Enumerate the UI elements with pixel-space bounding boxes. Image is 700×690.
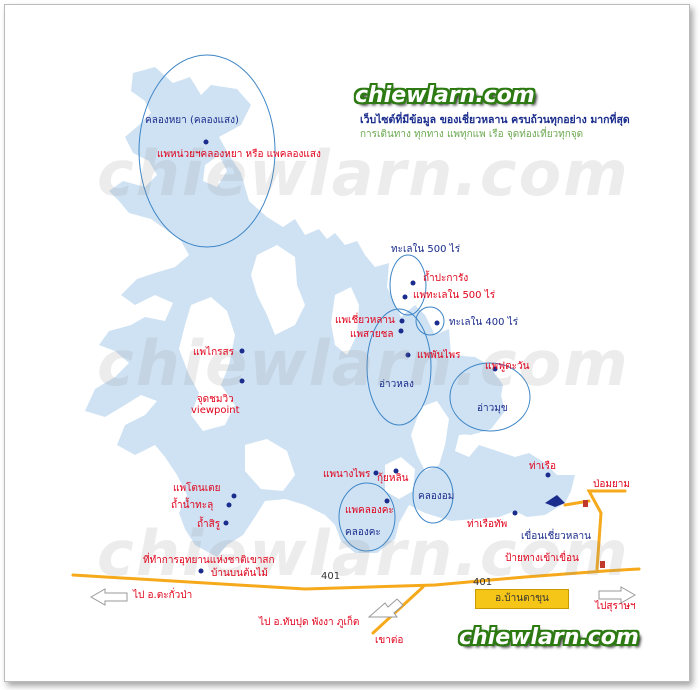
circle-ao-mung (449, 362, 531, 432)
label-to-surat: ไปสุราษฯ (595, 601, 636, 612)
dot-tham-si-ru (223, 520, 229, 526)
dot-tha-ruea-phaen (512, 510, 518, 516)
label-koo-yahlin: กุ้ยหลิน (377, 473, 409, 484)
label-raft-khlong-kha: แพคลองคะ (345, 505, 394, 516)
circle-talay-400 (415, 306, 445, 336)
label-road-401-a: 401 (321, 571, 341, 582)
arrow-southwest-icon (367, 598, 404, 618)
arrow-west-icon (89, 588, 128, 606)
label-tham-nam-talu: ถ้ำน้ำทะลุ (171, 500, 214, 511)
dot-raft-saichon (398, 328, 404, 334)
circle-khlong-ya (138, 54, 276, 248)
circle-khlong-om (412, 466, 454, 524)
dot-tham-nam-talu (226, 502, 232, 508)
dot-park-hq (198, 568, 204, 574)
dot-raft-talay-500 (402, 294, 408, 300)
dot-raft-phanphrai (405, 352, 411, 358)
road-to-dam (586, 489, 627, 571)
map-frame: chiewlarn.com chiewlarn.com chiewlarn.co… (4, 4, 690, 682)
watermark-3: chiewlarn.com (97, 517, 630, 590)
label-khlong-ya: คลองหยา (คลองแสง) (145, 115, 239, 126)
tagline-line2: การเดินทาง ทุกทาง แพทุกแพ เรือ จุดท่องเท… (360, 129, 584, 140)
dot-raft-krisorn (239, 348, 245, 354)
circle-khlong-kha (338, 482, 396, 552)
dot-koo-yahlin (393, 468, 399, 474)
dam-sign-marker (600, 561, 605, 568)
label-road-401-b: 401 (473, 577, 493, 588)
label-raft-talay-500: แพทะเลใน 500 ไร่ (413, 290, 496, 301)
ban-ta-khun-box: อ.บ้านตาขุน (475, 589, 569, 609)
label-tham-pakarang: ถ้ำปะการัง (423, 273, 469, 284)
label-viewpoint-text: จุดชมวิว viewpoint (191, 394, 240, 416)
dot-raft-nangphrai (373, 470, 379, 476)
label-raft-phanphrai: แพพันไพร (417, 350, 461, 361)
label-talay-400: ทะเลใน 400 ไร่ (449, 317, 519, 328)
label-raft-krisorn: แพไกรสร (193, 347, 234, 358)
island (179, 297, 235, 431)
island (251, 245, 305, 335)
label-ban-bon: บ้านบนต้นไม้ (211, 568, 268, 579)
label-ao-lhong: อ่าวหลง (379, 379, 414, 390)
label-raft-tawan: แพฟูตะวัน (485, 361, 530, 372)
site-logo-bottom: chiewlarn.com (459, 625, 639, 650)
label-raft-saichon: แพสายชล (350, 329, 394, 340)
tagline-line1: เว็บไซต์ที่มีข้อมูล ของเชี่ยวหลาน ครบถ้ว… (360, 114, 630, 126)
watermark-1: chiewlarn.com (97, 137, 630, 210)
label-dam: เขื่อนเชี่ยวหลาน (521, 531, 591, 542)
label-to-takua-pa: ไป อ.ตะกั่วป่า (133, 590, 193, 601)
site-logo-top: chiewlarn.com (355, 83, 535, 108)
label-talay-500-title: ทะเลใน 500 ไร่ (391, 244, 461, 255)
circle-talay-500 (389, 254, 427, 316)
label-khlong-kha: คลองคะ (345, 527, 381, 538)
circle-ao-lhong (366, 308, 432, 426)
island (203, 155, 227, 187)
dam-marker (545, 495, 565, 507)
island (331, 287, 359, 355)
label-bo-yang: ป่อมยาม (593, 479, 631, 490)
lake-water (85, 67, 575, 557)
dot-viewpoint (239, 378, 245, 384)
dot-talay-400 (434, 320, 440, 326)
road-401 (71, 567, 641, 591)
location-dots (198, 139, 551, 574)
label-khlong-om: คลองอม (418, 491, 455, 502)
lake-map (71, 54, 641, 635)
label-tha-ruea: ท่าเรือ (529, 461, 557, 472)
dot-khlong-ya (203, 139, 209, 145)
label-park-hq: ที่ทำการอุทยานแห่งชาติเขาสก (143, 555, 275, 566)
island (411, 401, 449, 471)
label-tha-ruea-phaen: ท่าเรือทัพ (467, 519, 508, 530)
label-tham-si-ru: ถ้ำสิรู (197, 519, 221, 530)
island (385, 457, 415, 499)
label-raft-khlong-ya: แพหน่วยฯคลองหยา หรือ แพคลองแสง (157, 149, 321, 160)
label-khao-to: เขาต่อ (375, 635, 404, 646)
checkpoint-marker (583, 500, 588, 507)
label-raft-nangphrai: แพนางไพร (323, 469, 371, 480)
dot-raft-tawan (492, 366, 498, 372)
dot-raft-tondeo (231, 493, 237, 499)
island (245, 439, 295, 491)
dot-raft-chiewlarn (399, 318, 405, 324)
direction-arrows (89, 586, 637, 618)
label-to-thap-put: ไป อ.ทับปุด พังงา ภูเก็ต (259, 617, 360, 628)
label-ao-mung: อ่าวมุข (477, 403, 508, 414)
watermark-2: chiewlarn.com (97, 327, 630, 400)
label-viewpoint: จุดชมวิว viewpoint (191, 394, 240, 416)
label-dam-sign: ป้ายทางเข้าเขื่อน (505, 553, 579, 564)
arrow-east-icon (598, 586, 637, 604)
dot-tha-ruea (545, 472, 551, 478)
dot-tham-pakarang (410, 280, 416, 286)
label-raft-tondeo: แพโตนเตย (173, 483, 221, 494)
label-raft-chiewlarn: แพเชี่ยวหลาน (335, 315, 395, 326)
dot-raft-khlong-kha (384, 498, 390, 504)
